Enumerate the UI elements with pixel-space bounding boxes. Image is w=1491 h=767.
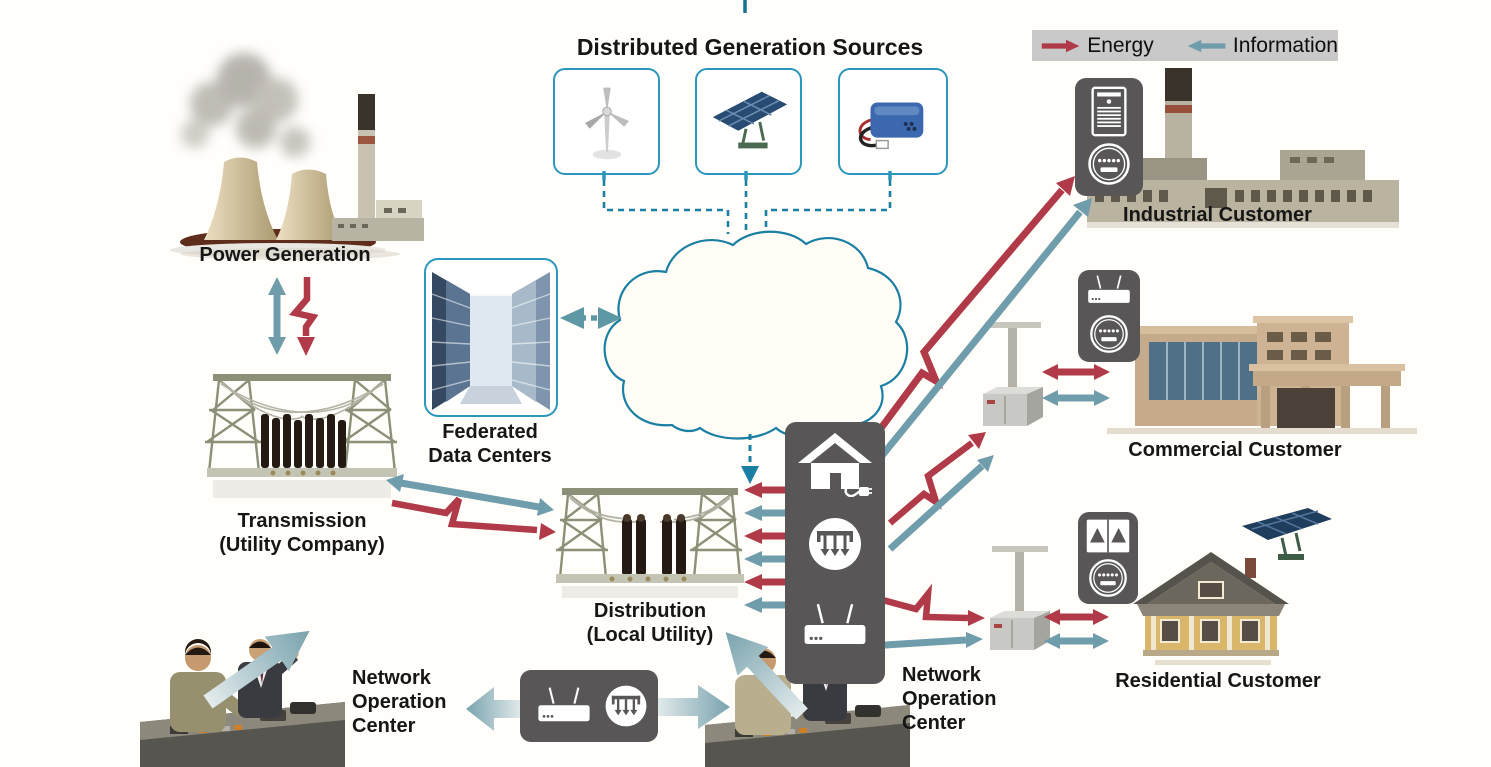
router-icon — [797, 602, 873, 650]
federated-data-centers-label: Federated Data Centers — [428, 421, 552, 467]
dg-title: Distributed Generation Sources — [576, 34, 924, 60]
energy-arrow-icon — [1041, 39, 1080, 52]
noc-right-label: Network Operation Center — [902, 664, 997, 734]
panel-to-distribution-arrows — [744, 482, 787, 613]
industrial-customer-label: Industrial Customer — [1123, 204, 1312, 226]
meter-icon — [1087, 142, 1131, 186]
transmission-distribution-energy-arrow — [391, 496, 556, 540]
wind-turbine-icon — [584, 87, 629, 159]
legend: Energy Information — [1032, 30, 1338, 61]
transmission-distribution-info-arrow — [386, 474, 554, 516]
operators-at-console — [140, 639, 345, 767]
solar-inverter-icon — [1085, 518, 1131, 554]
meter-icon — [1088, 558, 1128, 598]
information-arrow-icon — [1187, 39, 1226, 52]
distribution-label: Distribution (Local Utility) — [586, 600, 714, 646]
legend-information-label: Information — [1232, 33, 1338, 57]
solar-panel-icon — [712, 91, 787, 148]
commercial-customer-photo — [1107, 316, 1417, 434]
noc-left-photo — [140, 639, 345, 767]
dg-solar-box — [695, 68, 802, 175]
dg-to-cloud-lines — [602, 180, 892, 234]
federated-data-centers-box — [424, 258, 558, 417]
residential-transformer-photo — [990, 546, 1050, 650]
panel-commercial-energy-arrow — [887, 432, 986, 526]
power-generation-label: Power Generation — [199, 244, 371, 266]
server-cabinet-icon — [1089, 86, 1129, 137]
industrial-customer-photo — [1087, 68, 1399, 228]
noc-gateway-box — [520, 670, 658, 742]
battery-icon — [858, 101, 924, 149]
commercial-transformer-photo — [983, 322, 1043, 426]
meter-icon — [1089, 314, 1129, 354]
industrial-meter-box — [1075, 78, 1143, 196]
residential-customer-label: Residential Customer — [1115, 670, 1321, 692]
gateway-panel — [785, 422, 885, 684]
pg-transmission-energy-arrow — [289, 277, 319, 356]
datacenter-cloud-arrow — [560, 307, 622, 329]
residential-solar-panel-photo — [1242, 508, 1332, 560]
legend-energy-label: Energy — [1087, 33, 1154, 57]
transmission-photo — [205, 374, 397, 498]
house-plug-icon — [798, 433, 872, 497]
panel-residential-energy-arrow — [878, 583, 985, 626]
panel-commercial-info-arrow — [887, 455, 994, 552]
transmission-label: Transmission (Utility Company) — [219, 510, 385, 556]
data-center-photo — [431, 272, 551, 410]
distribution-photo — [556, 488, 744, 598]
power-generation-photo — [170, 53, 424, 260]
pg-transmission-info-arrow — [268, 277, 286, 355]
router-icon — [532, 680, 596, 732]
transformer-icon — [807, 516, 863, 572]
residential-customer-photo — [1133, 552, 1289, 665]
commercial-energy-double-arrow — [1042, 364, 1110, 380]
commercial-customer-label: Commercial Customer — [1128, 439, 1342, 461]
dg-wind-box — [553, 68, 660, 175]
router-icon — [1083, 274, 1135, 307]
transformer-icon — [604, 684, 648, 728]
communications-cloud — [603, 230, 909, 440]
dg-battery-box — [838, 68, 948, 175]
residential-meter-box — [1078, 512, 1138, 604]
commercial-meter-box — [1078, 270, 1140, 362]
commercial-info-double-arrow — [1042, 390, 1110, 406]
noc-left-label: Network Operation Center — [352, 667, 447, 737]
